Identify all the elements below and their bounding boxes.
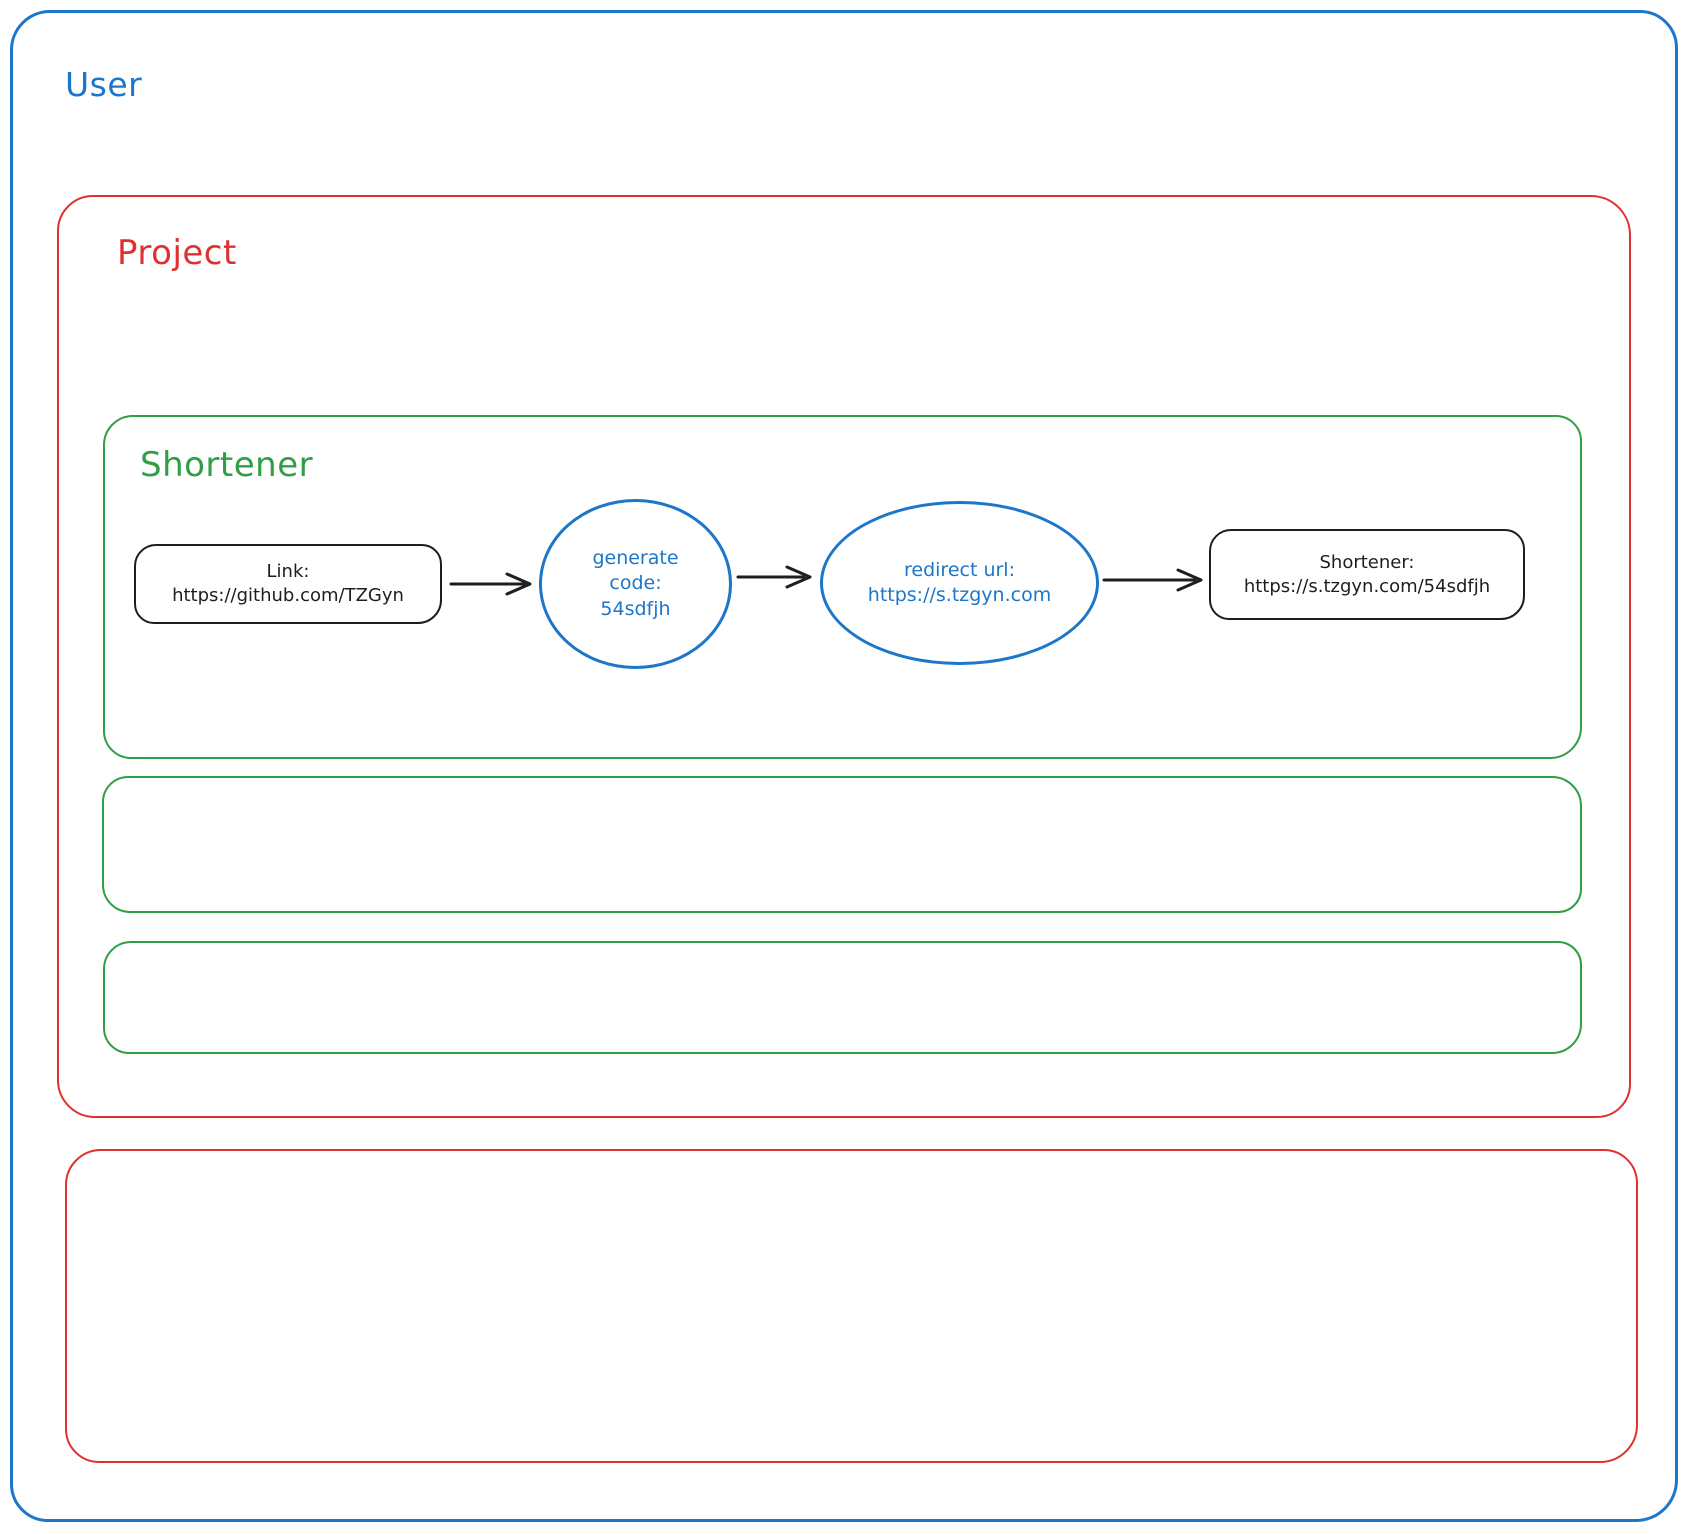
arrow-link-to-code-icon — [449, 572, 532, 596]
generate-node-line3: 54sdfjh — [600, 597, 671, 620]
empty-green-box-1 — [102, 776, 1582, 913]
result-node-title: Shortener: — [1319, 551, 1415, 573]
generate-node-line2: code: — [609, 572, 662, 595]
empty-red-box — [65, 1149, 1638, 1463]
link-node: Link: https://github.com/TZGyn — [134, 544, 442, 624]
redirect-node-title: redirect url: — [904, 558, 1015, 581]
link-node-title: Link: — [266, 561, 310, 583]
arrow-code-to-redirect-icon — [736, 565, 812, 589]
generate-node-line1: generate — [592, 547, 679, 570]
redirect-url-node: redirect url: https://s.tzgyn.com — [820, 501, 1099, 665]
shortener-label: Shortener — [140, 445, 314, 485]
user-container-box: User Project Shortener Link: https://git… — [10, 10, 1678, 1522]
redirect-node-url: https://s.tzgyn.com — [867, 584, 1052, 606]
project-container-box: Project Shortener Link: https://github.c… — [57, 195, 1631, 1118]
project-label: Project — [117, 233, 237, 273]
shortened-link-node: Shortener: https://s.tzgyn.com/54sdfjh — [1209, 529, 1525, 620]
user-label: User — [65, 65, 143, 104]
generate-code-node: generate code: 54sdfjh — [539, 499, 732, 669]
arrow-redirect-to-result-icon — [1102, 568, 1203, 592]
result-node-url: https://s.tzgyn.com/54sdfjh — [1243, 575, 1491, 597]
shortener-container-box: Shortener Link: https://github.com/TZGyn… — [103, 415, 1582, 759]
link-node-url: https://github.com/TZGyn — [172, 585, 404, 606]
empty-green-box-2 — [103, 941, 1582, 1054]
